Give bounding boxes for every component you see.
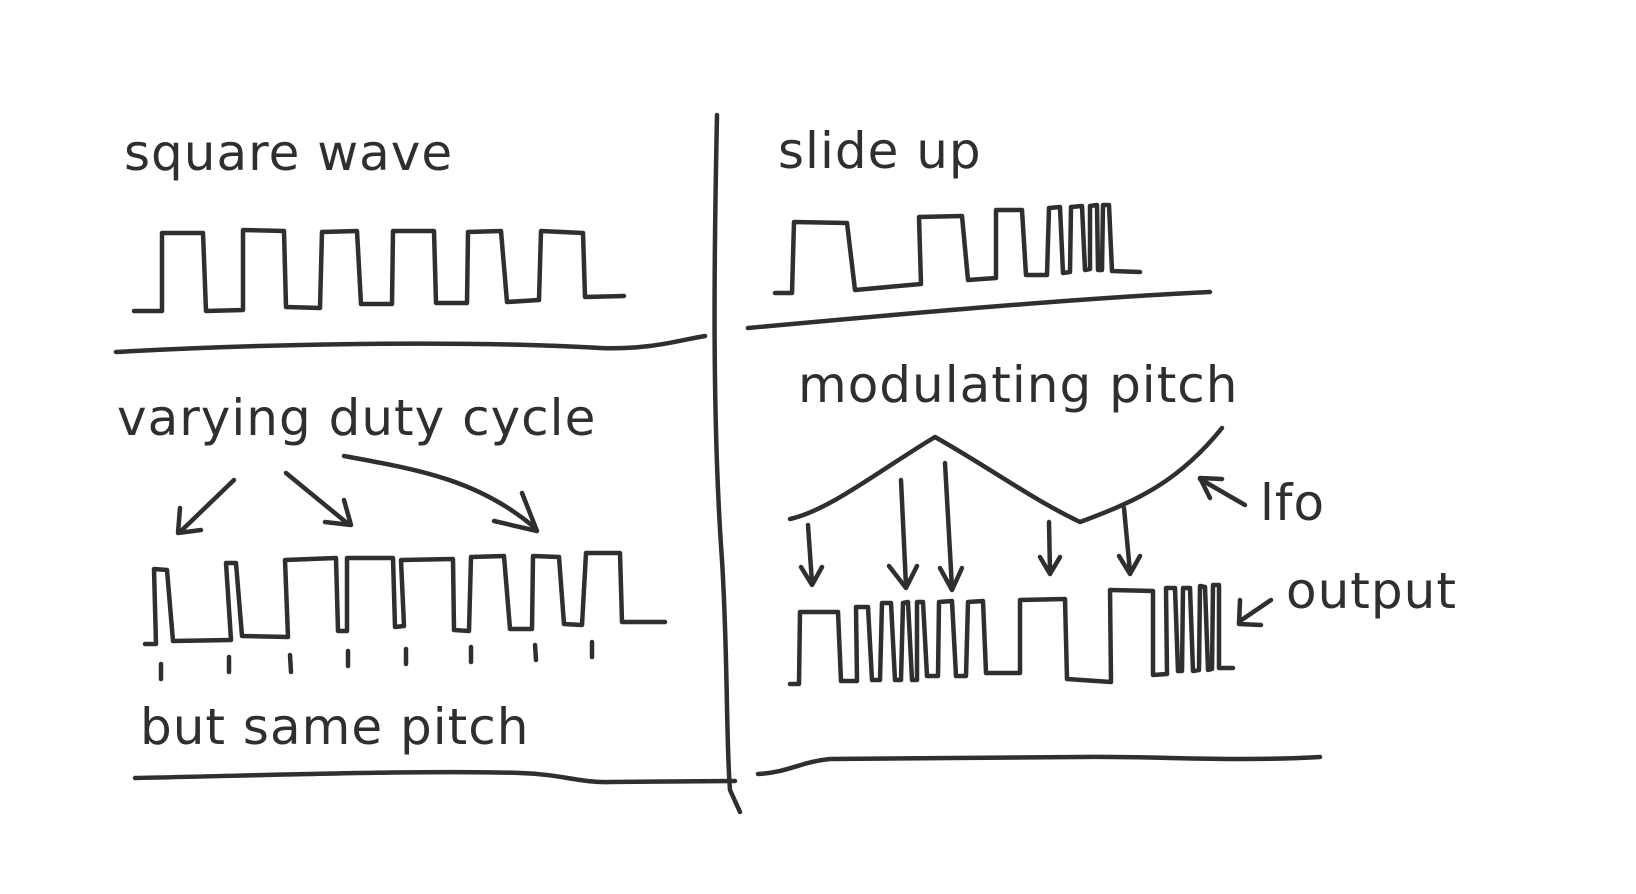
arrow-2 [283,470,350,526]
bottom-left-underline [132,769,738,785]
bottom-right-underline [755,754,1323,777]
lfo-arrow-head [1197,475,1225,501]
panel-title: modulating pitch [798,356,1239,414]
panel-modulating-pitch: modulating pitch lfo output [787,356,1457,687]
panel-title: square wave [124,124,453,182]
tick-mark [532,642,539,663]
pitch-arrow-4 [1046,519,1053,575]
pitch-arrow-2 [898,477,909,589]
pitch-arrow-5 [1121,505,1133,575]
tick-mark [287,652,294,675]
period-tick-marks [158,639,595,682]
panel-duty-cycle: varying duty cycle but same pitch [117,389,668,756]
output-label: output [1286,562,1457,620]
pitch-arrow-1 [805,522,815,586]
output-signal [787,582,1236,687]
panel-square-wave: square wave [124,124,627,314]
lfo-curve [787,425,1225,525]
arrow-head-3 [491,490,540,534]
lfo-label: lfo [1260,474,1325,532]
pitch-arrow-head-1 [798,564,825,588]
pitch-arrow-head-3 [937,565,965,593]
pitch-arrow-head-5 [1116,553,1143,577]
pitch-arrow-head-2 [886,563,920,591]
arrow-3 [341,453,537,530]
arrow-1 [177,477,237,535]
panel-title: varying duty cycle [117,389,596,447]
panel-caption: but same pitch [140,698,529,756]
top-left-underline [113,333,708,355]
arrow-head-1 [175,505,204,536]
vertical-divider [712,112,743,815]
slide-up-signal [772,202,1143,296]
duty-cycle-signal [142,550,668,647]
arrow-head-2 [322,497,354,528]
panel-slide-up: slide up [772,122,1143,296]
top-right-underline [745,289,1213,331]
pitch-arrow-head-4 [1037,554,1063,577]
panel-title: slide up [778,122,982,180]
panel-dividers [113,112,1323,815]
pitch-arrow-3 [942,460,955,591]
square-wave-signal [131,227,627,314]
output-arrow [1237,597,1274,624]
lfo-arrow [1197,476,1248,508]
output-arrow-head [1236,597,1264,628]
